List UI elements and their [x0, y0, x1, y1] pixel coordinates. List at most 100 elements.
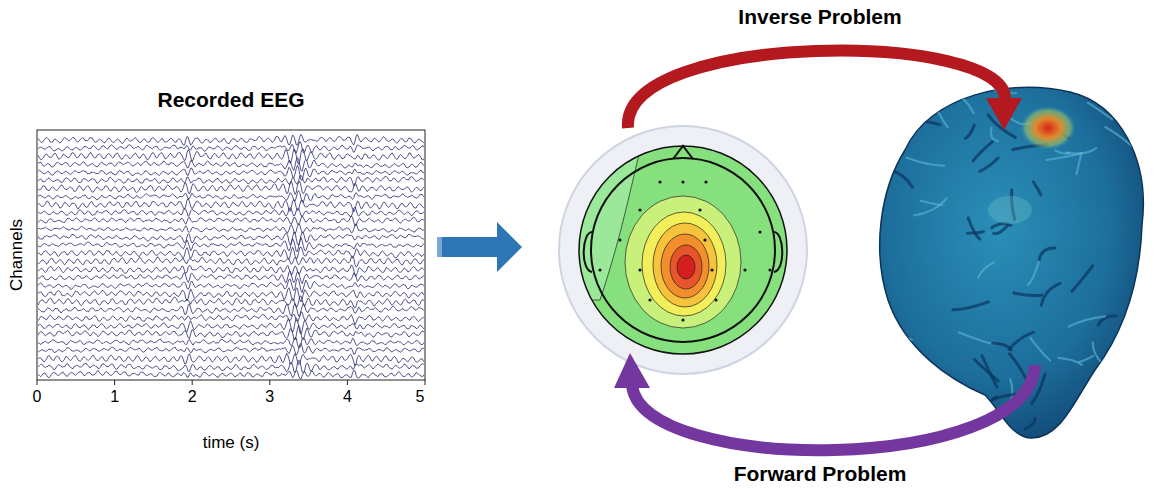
eeg-chart — [38, 370, 424, 379]
eeg-chart — [37, 130, 425, 380]
brain-surface — [1028, 262, 1039, 285]
brain-surface — [982, 356, 997, 387]
brain-surface — [914, 198, 947, 215]
brain-surface — [1134, 52, 1153, 86]
scalp-topomap — [559, 126, 807, 374]
scalp-topomap — [618, 238, 621, 241]
brain-surface — [886, 115, 898, 139]
scalp-topomap — [648, 298, 651, 301]
eeg-chart — [38, 343, 424, 355]
eeg-chart — [347, 380, 348, 385]
eeg-chart — [38, 265, 424, 276]
scalp-topomap — [743, 268, 746, 271]
inverse-arrow — [628, 51, 1022, 130]
brain-surface — [901, 387, 924, 412]
scalp-topomap — [714, 298, 717, 301]
brain-surface — [1058, 358, 1081, 365]
tick-label: 4 — [343, 388, 352, 406]
eeg-chart — [38, 149, 424, 164]
tick-label: 2 — [188, 388, 197, 406]
scalp-topomap — [642, 212, 726, 316]
brain-surface — [903, 121, 939, 125]
axis-title: Channels — [7, 219, 27, 291]
forward-arrow — [614, 353, 650, 388]
tick-label: 1 — [110, 388, 119, 406]
brain-surface — [978, 262, 994, 277]
eeg-chart — [38, 207, 424, 217]
brain-surface — [1025, 418, 1035, 429]
inverse-arrow — [628, 51, 1005, 128]
scalp-topomap — [661, 234, 709, 298]
scalp-topomap — [658, 180, 661, 183]
scalp-topomap — [681, 318, 684, 321]
brain-surface — [965, 125, 974, 138]
brain-surface — [1111, 367, 1148, 378]
brain-surface — [1039, 248, 1055, 260]
flow-arrow — [437, 237, 442, 257]
eeg-chart — [38, 247, 424, 259]
eeg-chart — [38, 198, 424, 211]
brain-surface — [906, 393, 928, 402]
eeg-chart — [425, 380, 426, 385]
brain-surface — [991, 128, 998, 141]
brain-surface — [1041, 283, 1060, 305]
eeg-chart — [38, 312, 424, 325]
scalp-topomap — [579, 146, 787, 354]
brain-surface — [1137, 397, 1159, 400]
tick-label: 0 — [33, 388, 42, 406]
brain-surface — [994, 225, 1008, 233]
eeg-chart — [38, 175, 424, 186]
scalp-topomap — [598, 180, 771, 321]
brain-surface — [1114, 103, 1123, 121]
scalp-topomap — [681, 180, 684, 183]
forward-arrow — [614, 353, 1035, 450]
brain-surface — [1030, 338, 1050, 361]
forward-arrow — [632, 365, 1035, 450]
scalp-topomap — [559, 126, 807, 374]
brain-surface — [930, 93, 947, 127]
brain-surface — [1088, 103, 1112, 119]
brain-surface — [1014, 293, 1042, 295]
eeg-chart — [38, 278, 424, 292]
brain-surface — [891, 171, 912, 187]
scalp-topomap — [698, 208, 701, 211]
brain-surface — [980, 158, 998, 171]
arrow-label: Inverse Problem — [738, 5, 901, 29]
tick-label: 5 — [416, 388, 425, 406]
eeg-chart — [38, 181, 424, 194]
scalp-topomap — [673, 146, 693, 159]
eeg-chart — [269, 380, 270, 385]
eeg-chart — [38, 271, 424, 284]
scalp-topomap — [670, 245, 702, 289]
brain-surface — [959, 332, 995, 344]
brain-surface — [886, 336, 912, 340]
brain-surface — [1009, 332, 1034, 349]
chart-title: Recorded EEG — [157, 88, 304, 112]
brain-surface — [911, 397, 923, 412]
brain-surface — [902, 376, 937, 387]
eeg-chart — [114, 380, 115, 385]
brain-surface — [1069, 316, 1106, 326]
eeg-chart — [38, 232, 424, 245]
scalp-topomap — [584, 232, 592, 272]
brain-surface — [1079, 356, 1093, 362]
brain-surface — [1020, 106, 1076, 150]
brain-surface — [1076, 153, 1081, 174]
scalp-topomap — [598, 268, 601, 271]
brain-surface — [1093, 395, 1123, 408]
brain-surface — [906, 158, 944, 166]
eeg-chart — [37, 130, 425, 385]
eeg-chart — [37, 380, 38, 385]
scalp-topomap — [591, 158, 775, 342]
eeg-chart — [38, 216, 424, 226]
brain-surface — [1105, 127, 1136, 150]
brain-surface — [867, 404, 884, 408]
scalp-topomap — [758, 230, 761, 233]
brain-surface — [973, 142, 992, 161]
brain-surface — [1072, 266, 1093, 292]
inverse-arrow — [986, 98, 1022, 130]
brain-surface — [968, 218, 980, 239]
eeg-chart — [192, 380, 193, 385]
